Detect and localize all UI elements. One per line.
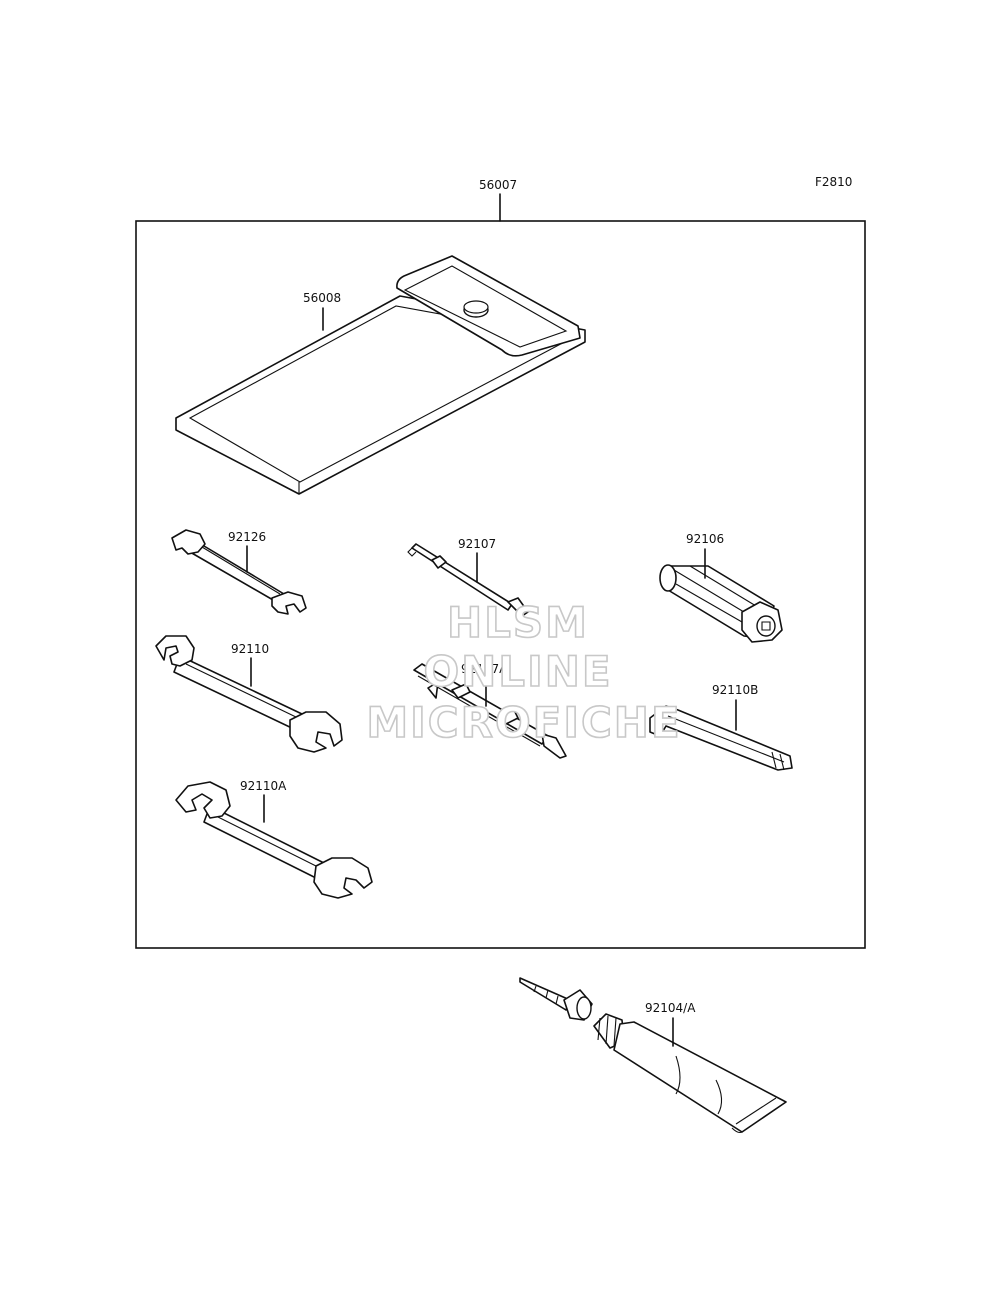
label-spark-plug-socket: 92106	[686, 532, 724, 546]
grease-tube	[519, 977, 787, 1134]
label-kit: 56007	[479, 178, 517, 192]
tool-bag	[175, 255, 586, 495]
label-grease-tube: 92104/A	[645, 1001, 696, 1015]
label-wrench-medium: 92110	[231, 642, 269, 656]
label-wrench-large: 92110A	[240, 779, 287, 793]
spark-plug-socket	[659, 564, 783, 643]
label-wrench-small: 92126	[228, 530, 266, 544]
screwdriver-handle	[413, 663, 567, 759]
figure-code: F2810	[815, 175, 852, 189]
watermark: HLSM ONLINE MICROFICHE	[366, 597, 681, 748]
label-hex-key: 92110B	[712, 683, 758, 697]
kit-frame	[135, 220, 866, 949]
wrench-medium	[155, 635, 343, 753]
watermark-line-2: ONLINE	[423, 647, 612, 696]
watermark-line-1: HLSM	[447, 598, 589, 647]
watermark-line-3: MICROFICHE	[366, 698, 681, 747]
wrench-small	[171, 529, 307, 615]
label-screwdriver-bit: 92107	[458, 537, 496, 551]
label-screwdriver-handle: 92107A	[461, 662, 508, 676]
hex-key	[649, 705, 793, 771]
screwdriver-bit	[407, 543, 529, 617]
wrench-large	[175, 781, 373, 899]
label-bag: 56008	[303, 291, 341, 305]
